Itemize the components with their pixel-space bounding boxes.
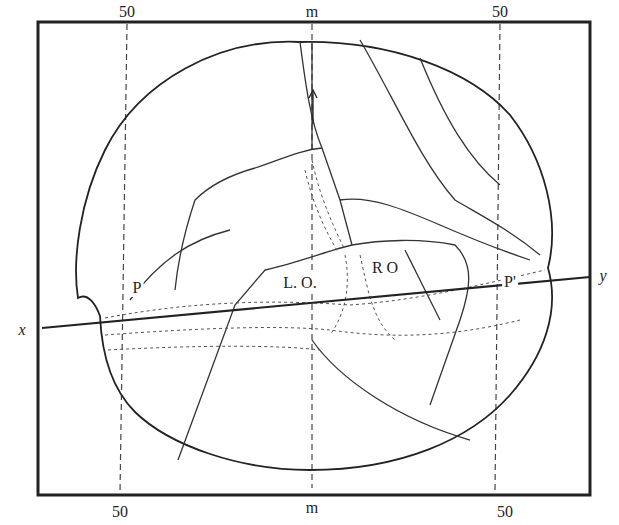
arrow-symbol: [309, 90, 317, 124]
orbit-label: L. O.: [281, 274, 318, 292]
scale-number: 50: [490, 3, 510, 21]
skull-outline: [76, 42, 552, 470]
sutures: [130, 40, 540, 460]
point-letter: P': [502, 273, 518, 291]
midline-letter: m: [304, 499, 320, 517]
reference-lines: [120, 24, 500, 493]
scale-number: 50: [495, 503, 515, 521]
scale-number: 50: [117, 3, 137, 21]
frame: [38, 22, 590, 495]
scale-number: 50: [110, 503, 130, 521]
axis-letter: y: [597, 267, 608, 285]
midline-letter: m: [304, 3, 320, 21]
shaded-band: [105, 160, 545, 350]
orbit-label: R O: [370, 259, 400, 277]
axis-letter: x: [16, 321, 27, 339]
point-letter: P: [131, 279, 144, 297]
